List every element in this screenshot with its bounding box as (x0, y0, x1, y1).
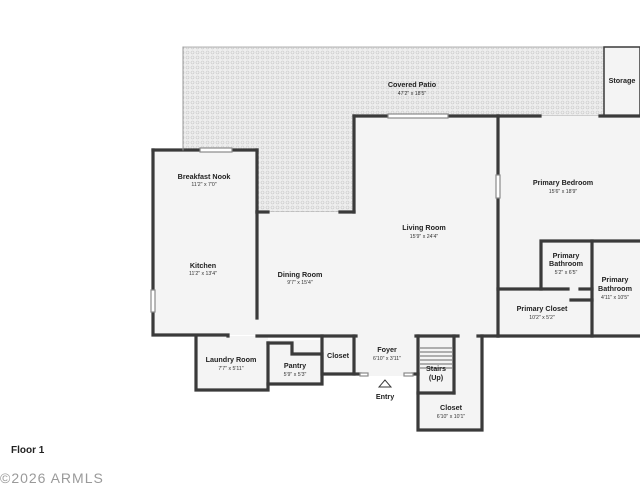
kitchen-label: Kitchen (190, 261, 216, 270)
primary-bedroom-label: Primary Bedroom (533, 178, 593, 187)
watermark: ©2026 ARMLS (0, 470, 104, 486)
stairs-label-line2: (Up) (429, 373, 444, 382)
closet-small-floor (322, 336, 354, 374)
closet-lower-label: Closet (440, 403, 463, 412)
stair-treads (420, 347, 452, 369)
breakfast-nook-dims: 11'2" x 7'0" (191, 182, 216, 188)
stairs-label-line1: Stairs (426, 364, 446, 373)
pantry-dims: 5'9" x 5'3" (284, 372, 307, 378)
primary-bathroom-2-label-line1: Primary (602, 275, 629, 284)
foyer-floor (354, 336, 418, 376)
laundry-room-label: Laundry Room (206, 355, 257, 364)
covered-patio-dims: 47'2" x 18'5" (398, 91, 427, 97)
primary-bathroom-2-dims: 4'11" x 10'5" (601, 295, 629, 301)
entry-arrow-icon (377, 379, 393, 388)
breakfast-nook-label: Breakfast Nook (178, 172, 231, 181)
living-room-dims: 15'9" x 24'4" (410, 234, 439, 240)
pantry-floor (268, 340, 322, 384)
primary-bathroom-1-label-line2: Bathroom (549, 259, 583, 268)
primary-closet-dims: 10'2" x 5'2" (529, 315, 555, 321)
foyer-label: Foyer (377, 345, 397, 354)
kitchen-dims: 11'2" x 13'4" (189, 271, 217, 277)
closet-small-label: Closet (327, 351, 350, 360)
dining-room-dims: 9'7" x 15'4" (287, 280, 313, 286)
storage-label: Storage (609, 76, 636, 85)
windows (150, 113, 501, 377)
living-floor (354, 116, 498, 336)
bedroom-floor (498, 116, 640, 336)
living-room-label: Living Room (402, 223, 446, 232)
primary-closet-label: Primary Closet (517, 304, 568, 313)
primary-bedroom-dims: 15'6" x 18'9" (549, 189, 578, 195)
primary-bathroom-1-label-line1: Primary (553, 251, 580, 260)
primary-bathroom-2-label-line2: Bathroom (598, 284, 632, 293)
closet-lower-dims: 6'10" x 10'1" (437, 414, 466, 420)
kitchen-floor (153, 150, 257, 335)
pantry-label: Pantry (284, 361, 306, 370)
floor-label: Floor 1 (11, 445, 45, 456)
entry-label: Entry (376, 392, 394, 401)
laundry-floor (196, 336, 268, 390)
covered-patio-label: Covered Patio (388, 80, 437, 89)
walls (151, 46, 640, 432)
laundry-room-dims: 7'7" x 5'11" (218, 366, 243, 372)
foyer-dims: 6'10" x 3'11" (373, 356, 401, 362)
primary-bathroom-1-dims: 5'2" x 6'5" (555, 270, 578, 276)
dining-room-label: Dining Room (278, 270, 323, 279)
